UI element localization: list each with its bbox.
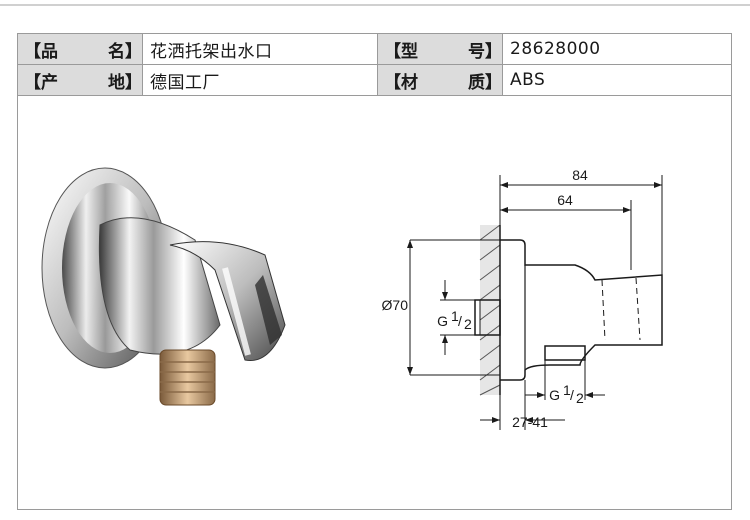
brass-thread [159, 349, 216, 406]
svg-text:2: 2 [464, 316, 472, 332]
material-label: 材 质 [401, 72, 485, 93]
thread-label-outlet: G 1 / 2 [549, 382, 584, 406]
dim-label-diameter: Ø70 [382, 297, 409, 313]
thread-label-inlet: G 1 / 2 [437, 308, 472, 332]
svg-text:2: 2 [576, 390, 584, 406]
svg-text:/: / [458, 313, 462, 329]
spec-table: 【品 名】 花洒托架出水口 【型 号】 28628000 【产 地】 德国工厂 … [18, 34, 731, 97]
holder-cradle [169, 241, 286, 362]
model-label: 型 号 [401, 41, 485, 62]
dim-label-64: 64 [557, 192, 573, 208]
name-label-cell: 【品 名】 [18, 34, 143, 65]
origin-value: 德国工厂 [143, 65, 378, 96]
top-rule [0, 4, 750, 6]
model-label-cell: 【型 号】 [378, 34, 503, 65]
svg-text:1: 1 [563, 382, 571, 398]
dim-label-depth: 27-41 [512, 414, 548, 430]
material-value: ABS [503, 65, 731, 96]
drawing-body [500, 239, 663, 381]
svg-text:G: G [549, 387, 560, 403]
outlet-body [98, 217, 221, 355]
origin-label: 产 地 [41, 72, 125, 93]
name-label: 品 名 [41, 41, 125, 62]
dim-label-84: 84 [572, 167, 588, 183]
material-label-cell: 【材 质】 [378, 65, 503, 96]
svg-text:/: / [570, 387, 574, 403]
model-value: 28628000 [503, 34, 731, 65]
dimension-drawing: 84 64 Ø70 G 1 / 2 G 1 / 2 27-41 [382, 167, 663, 430]
origin-label-cell: 【产 地】 [18, 65, 143, 96]
svg-text:G: G [437, 313, 448, 329]
svg-text:1: 1 [451, 308, 459, 324]
name-value: 花洒托架出水口 [143, 34, 378, 65]
product-photo [41, 167, 286, 406]
